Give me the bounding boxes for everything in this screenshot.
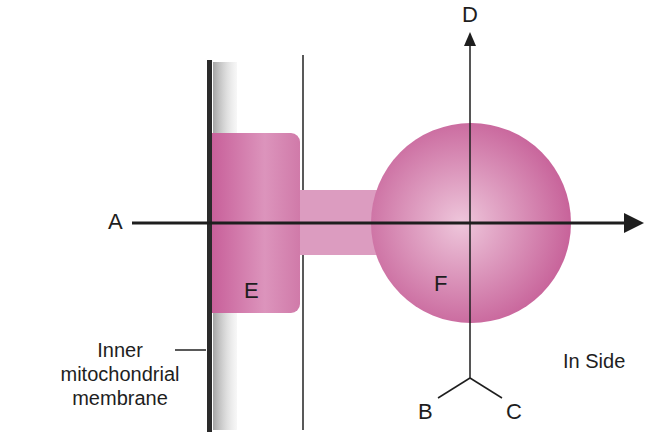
membrane-label: Inner mitochondrial membrane (35, 338, 205, 410)
part-letter: E (244, 279, 259, 303)
axis-label: C (506, 400, 522, 424)
part-letter: F (434, 272, 447, 296)
branch-b-line (438, 378, 470, 398)
axis-a-line (132, 222, 628, 225)
arrowhead (624, 213, 644, 233)
branch-c-line (470, 378, 502, 398)
side-label: In Side (563, 350, 625, 372)
label-holder: D (462, 3, 478, 27)
head-fill (371, 123, 571, 323)
axis-label: D (462, 3, 478, 27)
axis-label: A (108, 210, 123, 234)
label-holder: C (506, 400, 522, 424)
label-holder: A (108, 210, 123, 234)
f1-head: F (370, 122, 572, 324)
f0-subunit: E (212, 133, 300, 313)
label-holder: In Side (563, 350, 625, 372)
axis-d-line (469, 44, 471, 378)
leader-line (175, 349, 206, 351)
label-holder: Inner mitochondrial membrane (35, 338, 205, 410)
stalk (292, 190, 382, 255)
axis-label: B (418, 400, 433, 424)
label-holder: B (418, 400, 433, 424)
arrowhead (464, 32, 476, 46)
head-circle (370, 122, 572, 324)
